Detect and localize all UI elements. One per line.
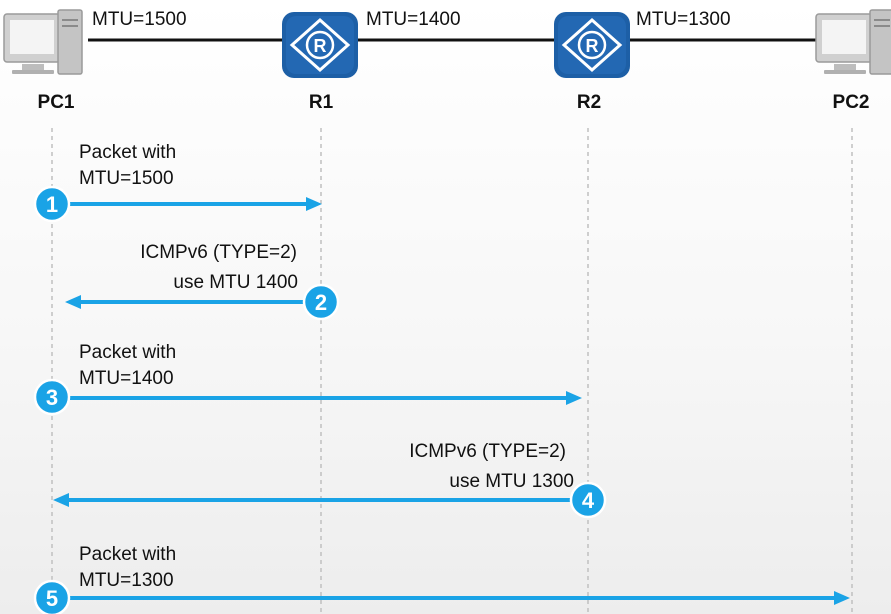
step-3-message: Packet with MTU=1400 3 — [33, 342, 582, 416]
r2-router-glyph: R — [586, 36, 599, 56]
step-3-line2: MTU=1400 — [79, 368, 174, 389]
step-5-number: 5 — [46, 586, 58, 611]
step-2-arrowhead — [65, 295, 81, 309]
r1-router-glyph: R — [314, 36, 327, 56]
step-3-badge — [33, 378, 71, 416]
link-label-r1-r2: MTU=1400 — [366, 9, 461, 30]
node-label-r1: R1 — [309, 92, 334, 113]
pc2-computer-icon — [815, 9, 891, 75]
r2-router-icon: R — [554, 12, 630, 78]
step-1-line1: Packet with — [79, 142, 176, 163]
step-2-line1: ICMPv6 (TYPE=2) — [140, 242, 297, 263]
node-label-r2: R2 — [577, 92, 601, 113]
node-label-pc2: PC2 — [833, 92, 870, 113]
step-3-arrowhead — [566, 391, 582, 405]
step-5-arrowhead — [834, 591, 850, 605]
step-4-line2: use MTU 1300 — [449, 471, 574, 492]
r1-router-icon: R — [282, 12, 358, 78]
link-label-pc1-r1: MTU=1500 — [92, 9, 187, 30]
step-2-line2: use MTU 1400 — [173, 272, 298, 293]
step-4-badge — [569, 481, 607, 519]
step-1-line2: MTU=1500 — [79, 168, 174, 189]
step-1-arrowhead — [306, 197, 322, 211]
step-1-badge — [33, 185, 71, 223]
step-3-line1: Packet with — [79, 342, 176, 363]
step-2-number: 2 — [315, 290, 327, 315]
step-4-number: 4 — [582, 488, 595, 513]
step-4-message: ICMPv6 (TYPE=2) use MTU 1300 4 — [53, 441, 607, 519]
pc1-computer-icon — [3, 9, 83, 75]
node-label-pc1: PC1 — [38, 92, 75, 113]
step-4-line1: ICMPv6 (TYPE=2) — [409, 441, 566, 462]
step-1-message: Packet with MTU=1500 1 — [33, 142, 322, 223]
step-5-line1: Packet with — [79, 544, 176, 565]
step-4-arrowhead — [53, 493, 69, 507]
step-5-message: Packet with MTU=1300 5 — [33, 544, 850, 614]
step-3-number: 3 — [46, 385, 58, 410]
step-1-number: 1 — [46, 192, 58, 217]
step-2-badge — [302, 283, 340, 321]
step-5-line2: MTU=1300 — [79, 570, 174, 591]
step-2-message: ICMPv6 (TYPE=2) use MTU 1400 2 — [65, 242, 340, 321]
step-5-badge — [33, 579, 71, 614]
link-label-r2-pc2: MTU=1300 — [636, 9, 731, 30]
